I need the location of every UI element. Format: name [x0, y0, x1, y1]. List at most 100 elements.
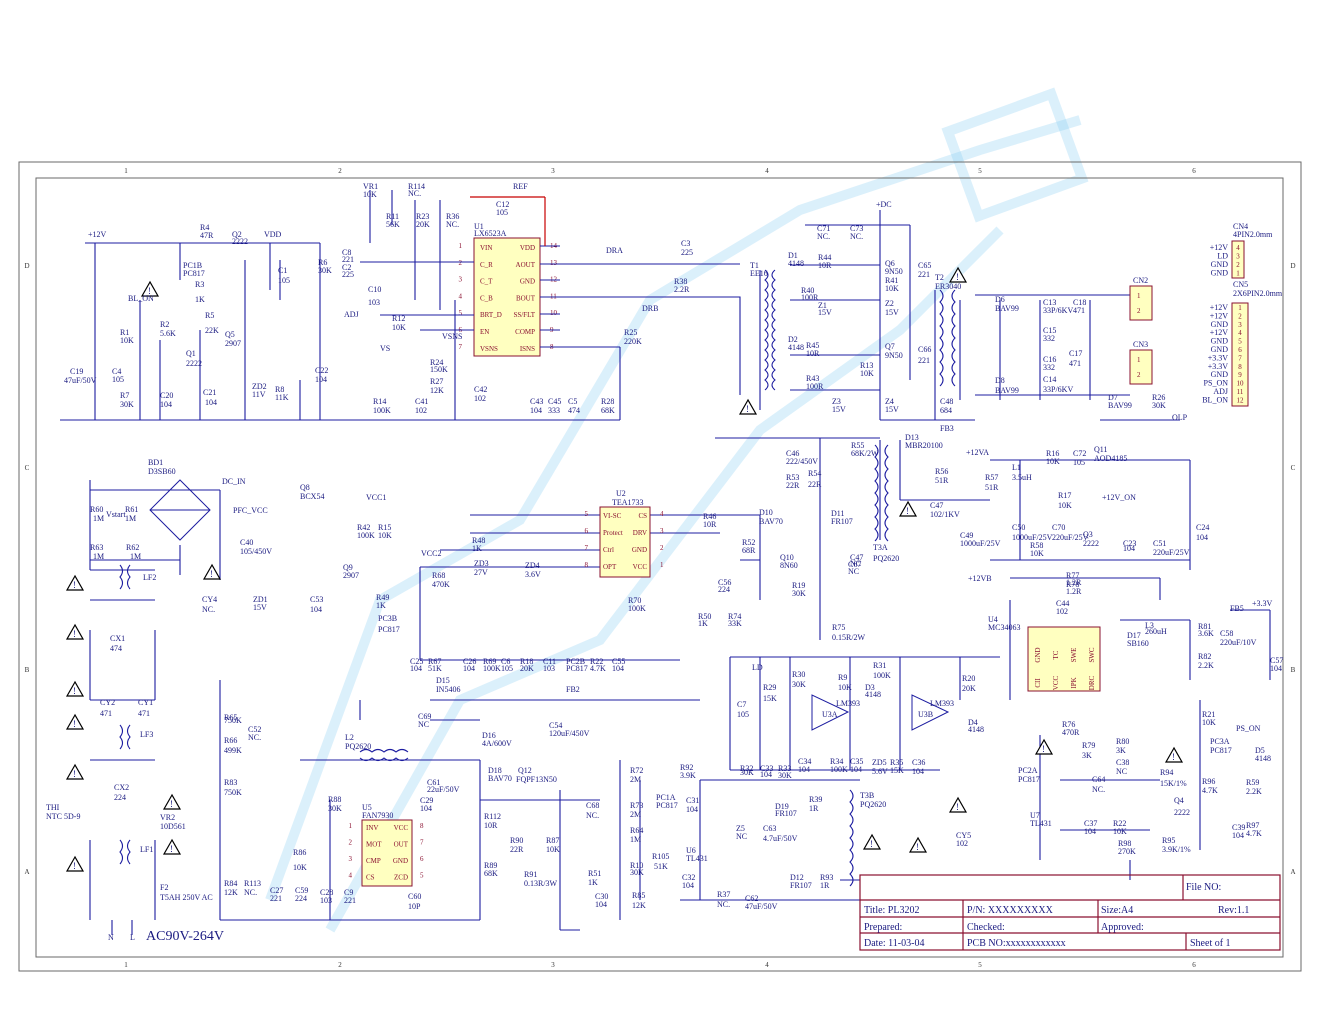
component-label: C53 — [310, 595, 323, 604]
component-label: R37 — [717, 890, 730, 899]
connector-net: GND — [1211, 345, 1229, 354]
component-label: NC. — [244, 888, 257, 897]
component-label: C57 — [1270, 656, 1283, 665]
component-label: C17 — [1069, 349, 1082, 358]
component-label: R69 — [483, 657, 496, 666]
pin-name: Ctrl — [603, 546, 614, 554]
component-label: 2222 — [1174, 808, 1190, 817]
component-label: D13 — [905, 433, 919, 442]
component-label: 1M — [93, 514, 104, 523]
component-label: 15V — [885, 308, 899, 317]
component-label: C8 — [342, 248, 351, 257]
pin-number: 8 — [585, 561, 589, 569]
component-label: CY5 — [956, 831, 971, 840]
component-label: C43 — [530, 397, 543, 406]
component-label: BAV99 — [995, 304, 1019, 313]
component-label: C6 — [501, 657, 510, 666]
revision: Rev:1.1 — [1218, 905, 1249, 916]
component-label: 4148 — [968, 725, 984, 734]
warning-icon: ! — [948, 796, 968, 813]
component-label: LF2 — [143, 573, 156, 582]
pin-number: 3 — [459, 276, 463, 284]
component-label: ZD2 — [252, 382, 267, 391]
svg-text:!: ! — [73, 769, 76, 779]
component-label: 104 — [420, 804, 432, 813]
cn5-ref: CN5 — [1233, 280, 1248, 289]
component-label: R84 — [224, 879, 237, 888]
component-label: D18 — [488, 766, 502, 775]
svg-text:!: ! — [746, 404, 749, 414]
component-label: 104 — [530, 406, 542, 415]
component-label: C27 — [270, 886, 283, 895]
component-label: CY2 — [100, 698, 115, 707]
u3b-part: LM393 — [930, 699, 954, 708]
component-label: 105 — [278, 276, 290, 285]
warning-icon: ! — [65, 574, 85, 591]
component-label: Q10 — [780, 553, 794, 562]
component-label: PC3A — [1210, 737, 1230, 746]
component-label: 10D561 — [160, 822, 186, 831]
component-label: 51R — [985, 483, 999, 492]
component-label: C67 — [848, 560, 861, 569]
pin-name: GND — [520, 278, 535, 286]
cn4-desc: 4PIN2.0mm — [1233, 230, 1273, 239]
component-label: 104 — [912, 767, 924, 776]
connector-net: LD — [1217, 252, 1228, 261]
component-label: R16 — [1046, 449, 1059, 458]
component-label: C2 — [342, 263, 351, 272]
component-label: 51K — [428, 664, 442, 673]
connector-net: PS_ON — [1204, 379, 1229, 388]
component-label: PC3B — [378, 614, 397, 623]
component-label: C44 — [1056, 599, 1069, 608]
component-label: R45 — [806, 341, 819, 350]
component-label: R64 — [630, 826, 643, 835]
component-label: 220uF/25V — [1153, 548, 1190, 557]
component-label: R34 — [830, 757, 843, 766]
component-label: 100K — [873, 671, 891, 680]
component-label: PS_ON — [1236, 724, 1261, 733]
component-label: 11V — [252, 390, 266, 399]
component-label: 105 — [496, 208, 508, 217]
component-label: 10R — [484, 821, 498, 830]
component-label: FR107 — [790, 881, 812, 890]
connector-net: GND — [1211, 260, 1229, 269]
component-label: R75 — [832, 623, 845, 632]
component-label: LD — [752, 663, 763, 672]
component-label: 499K — [224, 746, 242, 755]
component-label: D15 — [436, 676, 450, 685]
component-label: R96 — [1202, 777, 1215, 786]
component-label: 471 — [1069, 359, 1081, 368]
component-label: 11K — [275, 393, 289, 402]
svg-text:2: 2 — [1137, 371, 1141, 379]
component-label: R30 — [792, 670, 805, 679]
component-label: 15V — [832, 405, 846, 414]
pin-name: SWC — [1088, 647, 1096, 663]
component-label: 10K — [860, 369, 874, 378]
component-label: VR2 — [160, 813, 175, 822]
component-label: U7 — [1030, 811, 1040, 820]
component-label: 22R — [786, 481, 800, 490]
component-label: R89 — [484, 861, 497, 870]
zone-marker: D — [1290, 262, 1295, 270]
component-label: 47uF/50V — [64, 376, 97, 385]
component-label: NC — [418, 720, 429, 729]
component-label: C56 — [718, 578, 731, 587]
pin-number: 10 — [550, 309, 558, 317]
component-label: C29 — [420, 796, 433, 805]
connector-pin: 12 — [1237, 396, 1245, 404]
component-label: 104 — [160, 400, 172, 409]
component-label: R94 — [1160, 768, 1173, 777]
component-label: R7 — [120, 391, 129, 400]
component-label: R88 — [328, 795, 341, 804]
component-label: 104 — [686, 805, 698, 814]
component-label: R3 — [195, 280, 204, 289]
component-label: DRB — [642, 304, 658, 313]
component-label: R59 — [1246, 778, 1259, 787]
component-label: 3.9K — [680, 771, 696, 780]
component-label: R68 — [432, 571, 445, 580]
component-label: C63 — [763, 824, 776, 833]
component-label: Q7 — [885, 342, 895, 351]
zone-marker: 2 — [338, 961, 342, 969]
component-label: C69 — [418, 712, 431, 721]
component-label: 104 — [850, 765, 862, 774]
